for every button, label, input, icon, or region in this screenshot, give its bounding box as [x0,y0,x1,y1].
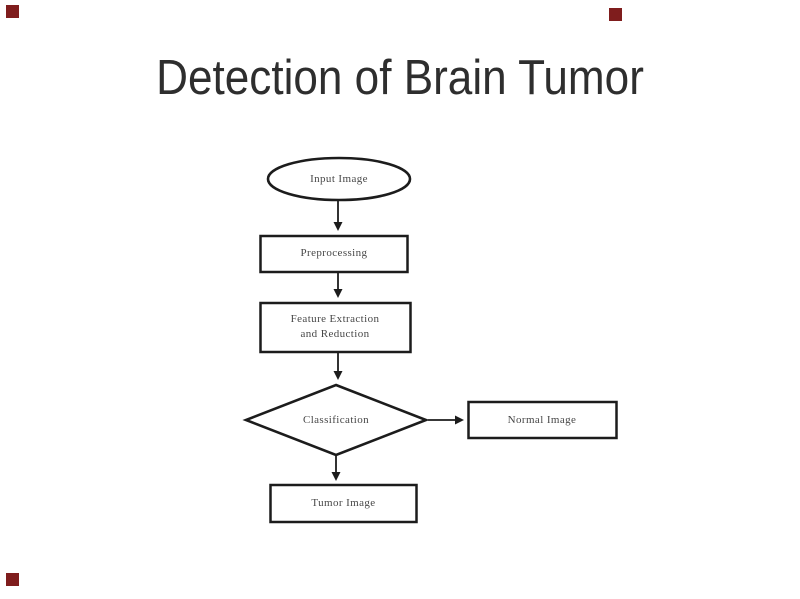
normal-image-box [467,400,618,440]
corner-artifact-top-right [609,8,622,21]
corner-artifact-bottom-left [6,573,19,586]
feature-extraction-box [259,301,412,354]
input-image-label: Input Image [310,173,368,185]
preprocessing-box [259,234,409,274]
input-image-ellipse [266,156,412,202]
preprocessing-label: Preprocessing [300,247,368,259]
corner-artifact-top-left [6,5,19,18]
tumor-image-label: Tumor Image [311,497,376,509]
slide-title: Detection of Brain Tumor [156,51,644,105]
feature-extraction-label-line2: and Reduction [300,328,370,340]
feature-extraction-label-line1: Feature Extraction [290,313,380,325]
tumor-image-box [269,483,418,524]
normal-image-label: Normal Image [507,414,577,426]
classification-label: Classification [302,414,370,426]
feature-extraction-label: Feature Extraction and Reduction [260,312,410,342]
classification-diamond [242,383,430,457]
